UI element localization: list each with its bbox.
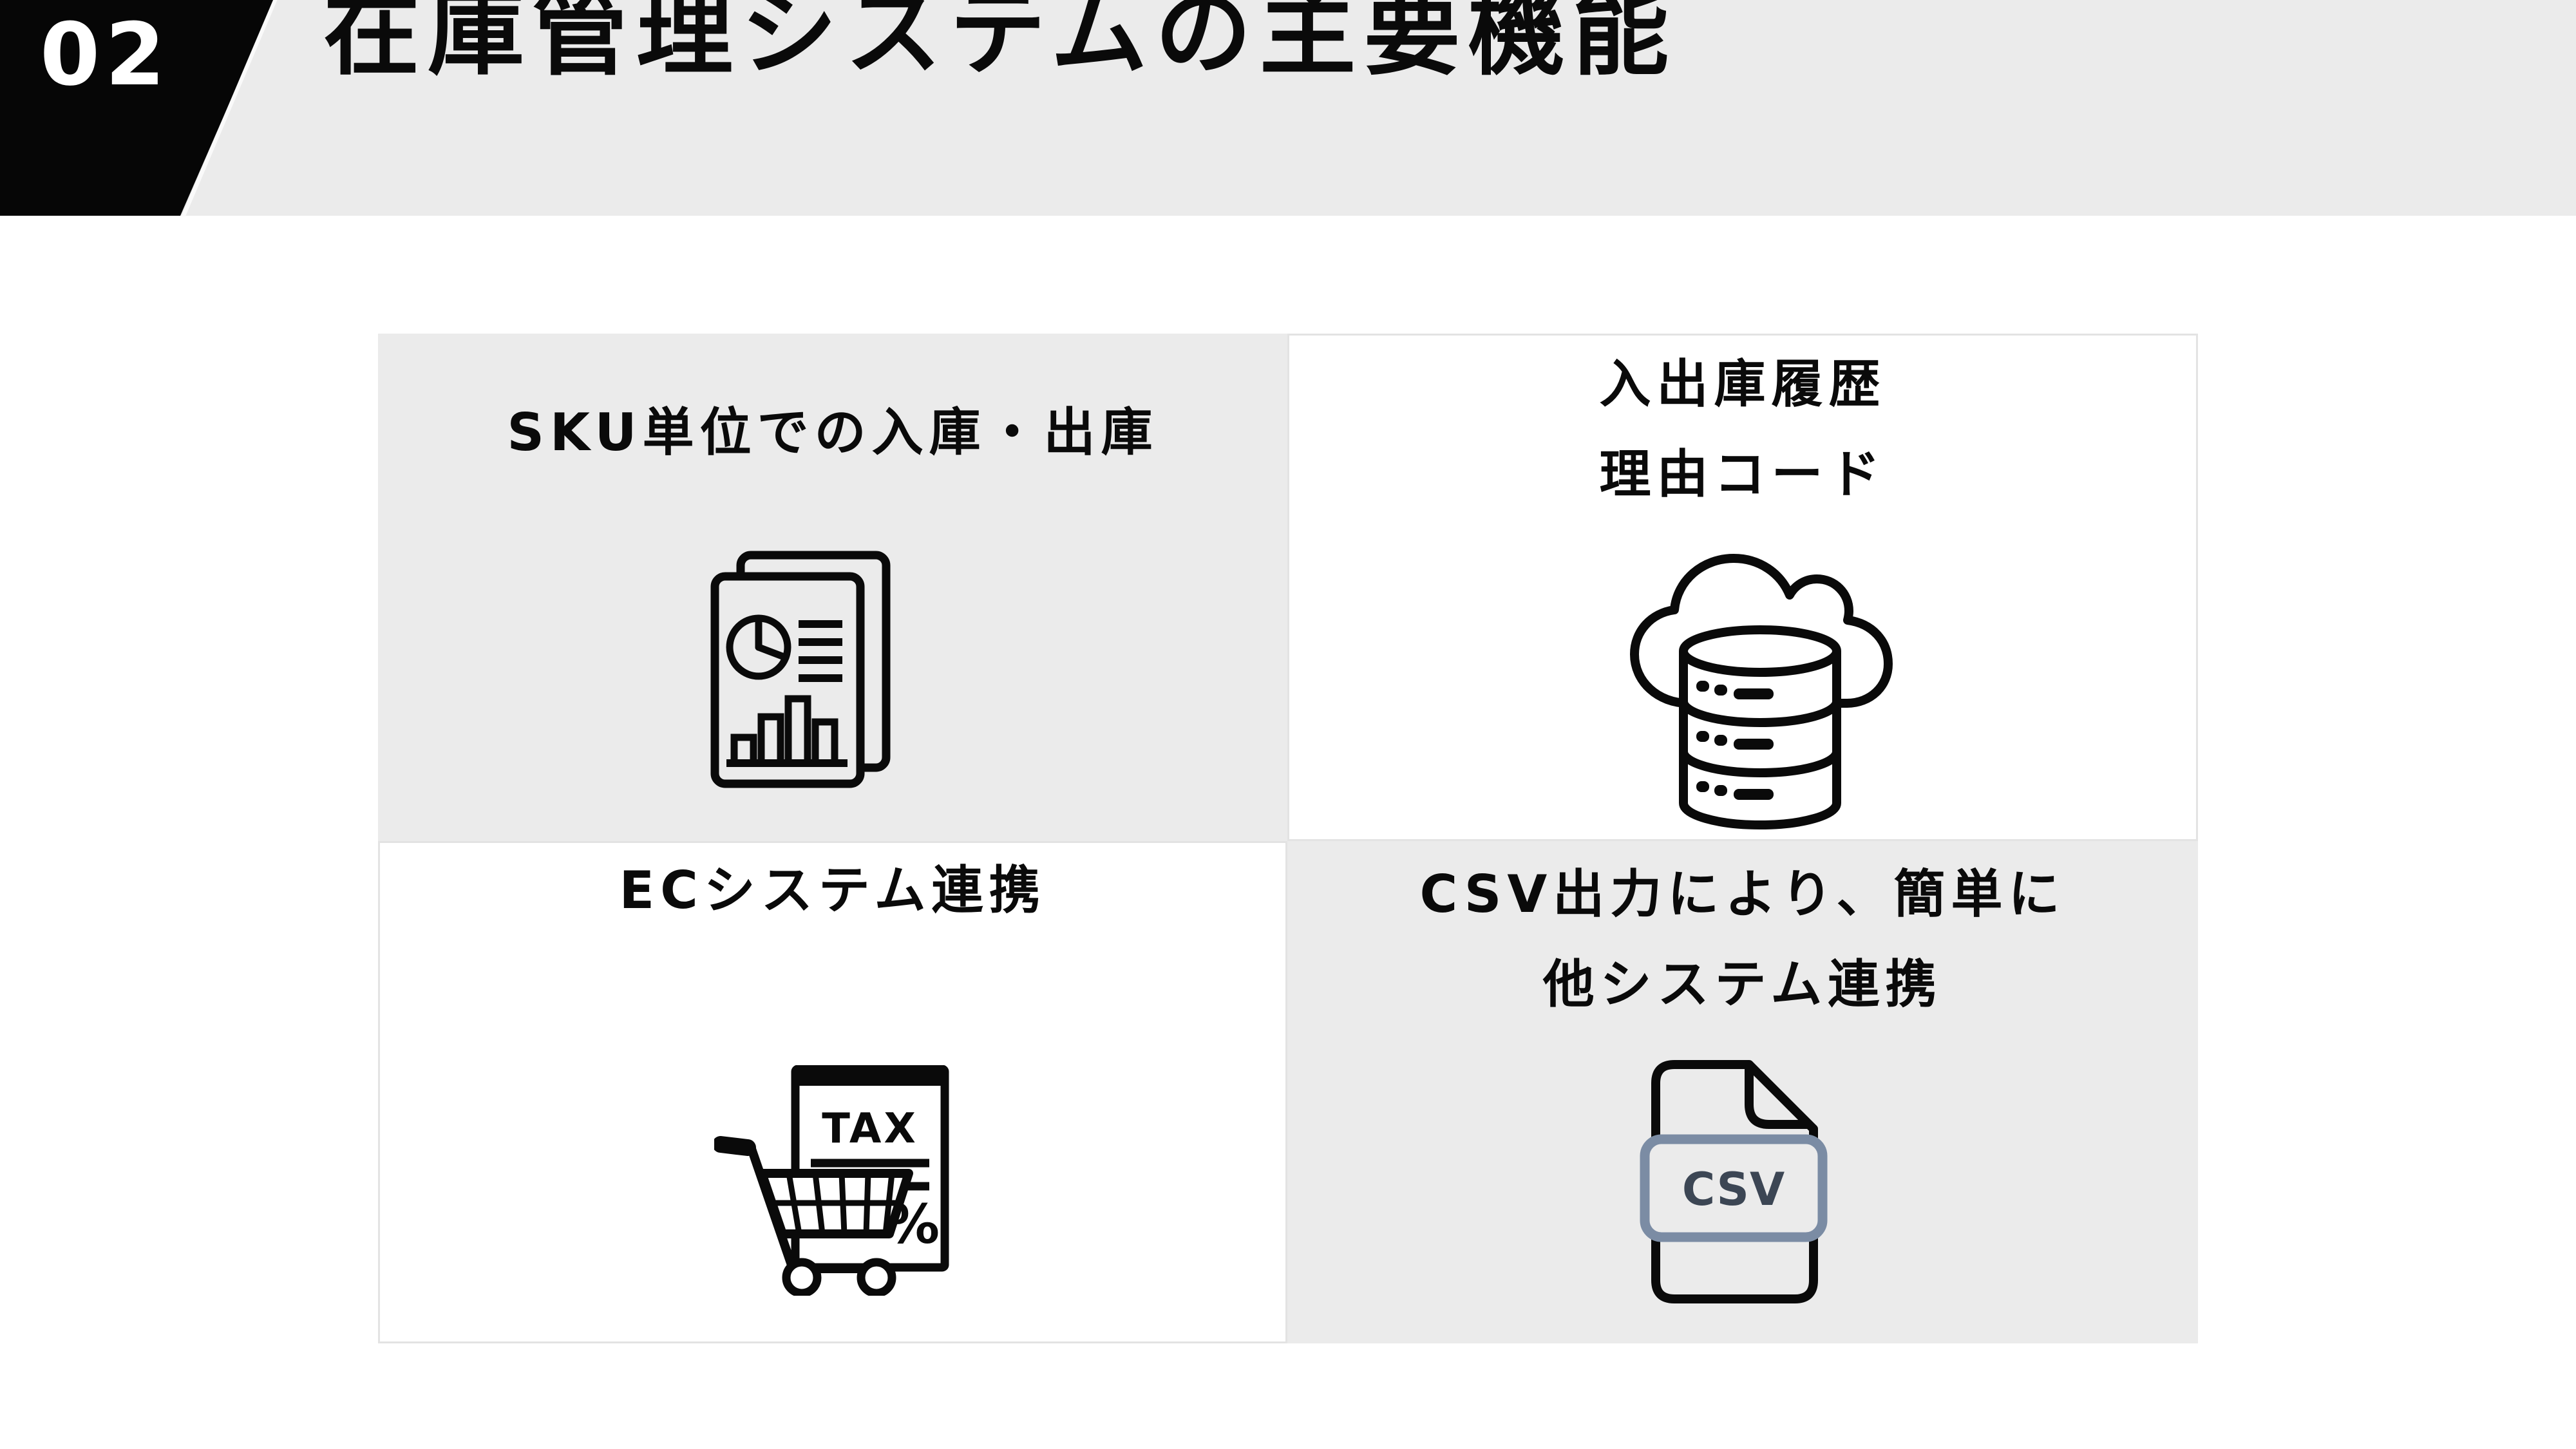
feature-card-ec: ECシステム連携 TAX % (378, 841, 1287, 1343)
report-document-icon (710, 551, 891, 788)
header-band (0, 0, 2576, 216)
card-title-line: CSV出力により、簡単に (1419, 864, 2066, 924)
card-title-line: SKU単位での入庫・出庫 (507, 402, 1159, 462)
card-title: CSV出力により、簡単に 他システム連携 (1287, 849, 2198, 1030)
section-number-block (0, 0, 278, 216)
card-title-line: 入出庫履歴 (1599, 354, 1886, 414)
card-title-line: 理由コード (1599, 444, 1886, 504)
card-title: 入出庫履歴 理由コード (1289, 339, 2196, 520)
feature-card-csv: CSV出力により、簡単に 他システム連携 CSV (1287, 841, 2198, 1343)
card-title: SKU単位での入庫・出庫 (378, 388, 1287, 478)
csv-label: CSV (1682, 1163, 1785, 1216)
tax-label: TAX (822, 1105, 918, 1153)
card-title: ECシステム連携 (380, 846, 1285, 936)
cloud-database-icon (1630, 554, 1893, 829)
feature-card-sku: SKU単位での入庫・出庫 (378, 334, 1287, 841)
cart-tax-receipt-icon: TAX % (714, 1065, 949, 1296)
card-title-line: 他システム連携 (1542, 954, 1943, 1014)
feature-card-history: 入出庫履歴 理由コード (1287, 334, 2198, 841)
slide-title: 在庫管理システムの主要機能 (323, 0, 1677, 89)
card-title-line: ECシステム連携 (619, 860, 1046, 920)
section-number: 02 (40, 5, 171, 105)
csv-file-icon: CSV (1640, 1060, 1828, 1303)
